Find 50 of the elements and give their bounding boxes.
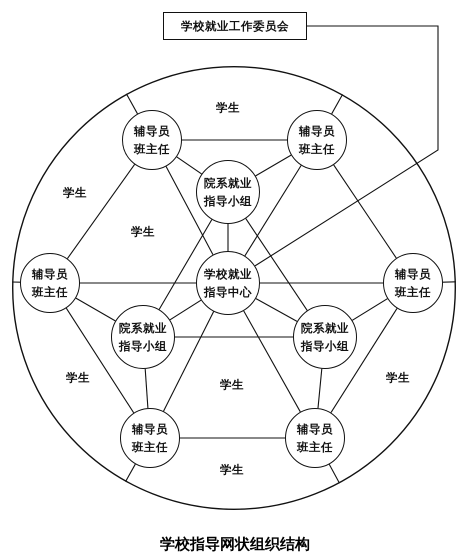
connector-line (256, 298, 298, 322)
connector-line (352, 298, 388, 321)
role-circle: 辅导员班主任 (120, 408, 180, 468)
connector-line (254, 25, 439, 266)
connector-line (175, 336, 293, 338)
connector-line (176, 156, 202, 174)
connector-line (330, 308, 398, 413)
role-circle: 辅导员班主任 (287, 110, 347, 170)
connector-line (442, 281, 456, 283)
connector-line (80, 282, 196, 284)
region-label: 学生 (66, 370, 90, 386)
connector-line (333, 164, 397, 258)
region-label: 学生 (386, 370, 410, 386)
connector-line (144, 368, 148, 408)
network-circle (12, 66, 456, 510)
connector-line (66, 164, 136, 259)
connector-line (331, 94, 344, 114)
region-label: 学生 (220, 462, 244, 478)
role-circle: 院系就业指导小组 (111, 305, 175, 369)
connector-line (76, 298, 116, 322)
connector-line (255, 154, 292, 176)
connector-line (227, 224, 229, 251)
connector-line (166, 166, 214, 255)
connector-line (243, 310, 301, 412)
connector-line (125, 464, 136, 482)
role-circle: 院系就业指导小组 (196, 160, 260, 224)
connector-line (245, 218, 308, 311)
role-circle: 辅导员班主任 (285, 408, 345, 468)
connector-line (163, 311, 214, 412)
region-label: 学生 (131, 224, 155, 240)
connector-line (328, 464, 340, 484)
diagram-caption: 学校指导网状组织结构 (159, 535, 311, 554)
connector-line (66, 308, 134, 414)
connector-line (317, 368, 322, 408)
connector-line (180, 437, 285, 439)
connector-line (158, 219, 212, 310)
region-label: 学生 (216, 100, 240, 116)
connector-line (170, 300, 202, 320)
committee-box: 学校就业工作委员会 (163, 12, 307, 40)
region-label: 学生 (63, 186, 87, 200)
role-circle: 辅导员班主任 (122, 110, 182, 170)
connector-line (260, 282, 383, 284)
region-label: 学生 (220, 378, 244, 392)
connector-line (244, 165, 302, 256)
role-circle: 院系就业指导小组 (293, 305, 357, 369)
role-circle: 学校就业指导中心 (196, 251, 260, 315)
role-circle: 辅导员班主任 (383, 253, 443, 313)
connector-line (126, 94, 138, 114)
role-circle: 辅导员班主任 (20, 253, 80, 313)
connector-line (182, 139, 287, 141)
